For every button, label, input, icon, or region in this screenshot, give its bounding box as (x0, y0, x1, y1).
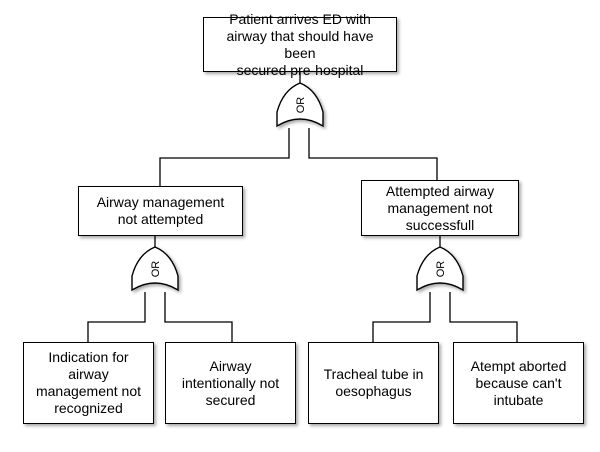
right-intermediate-event-label: Attempted airway management not successf… (385, 182, 495, 233)
or-gate-right: OR (416, 246, 464, 292)
or-gate-left: OR (131, 246, 179, 292)
left-intermediate-event-box: Airway management not attempted (78, 186, 243, 236)
basic-event-box-3: Tracheal tube in oesophagus (308, 342, 439, 424)
or-gate-top: OR (276, 82, 324, 128)
basic-event-box-2: Airway intentionally not secured (165, 342, 296, 424)
basic-event-label-4: Atempt aborted because can't intubate (470, 357, 567, 408)
basic-event-box-1: Indication for airway management not rec… (23, 342, 154, 424)
or-gate-right-label: OR (435, 261, 447, 278)
right-intermediate-event-box: Attempted airway management not successf… (361, 180, 519, 236)
left-intermediate-event-label: Airway management not attempted (96, 194, 225, 227)
basic-event-label-3: Tracheal tube in oesophagus (323, 366, 424, 399)
basic-event-box-4: Atempt aborted because can't intubate (453, 342, 584, 424)
or-gate-top-label: OR (295, 97, 307, 114)
or-gate-left-label: OR (150, 261, 162, 278)
basic-event-label-2: Airway intentionally not secured (181, 357, 280, 408)
top-event-label: Patient arrives ED with airway that shou… (226, 10, 374, 78)
basic-event-label-1: Indication for airway management not rec… (35, 349, 142, 416)
top-event-box: Patient arrives ED with airway that shou… (203, 11, 397, 78)
